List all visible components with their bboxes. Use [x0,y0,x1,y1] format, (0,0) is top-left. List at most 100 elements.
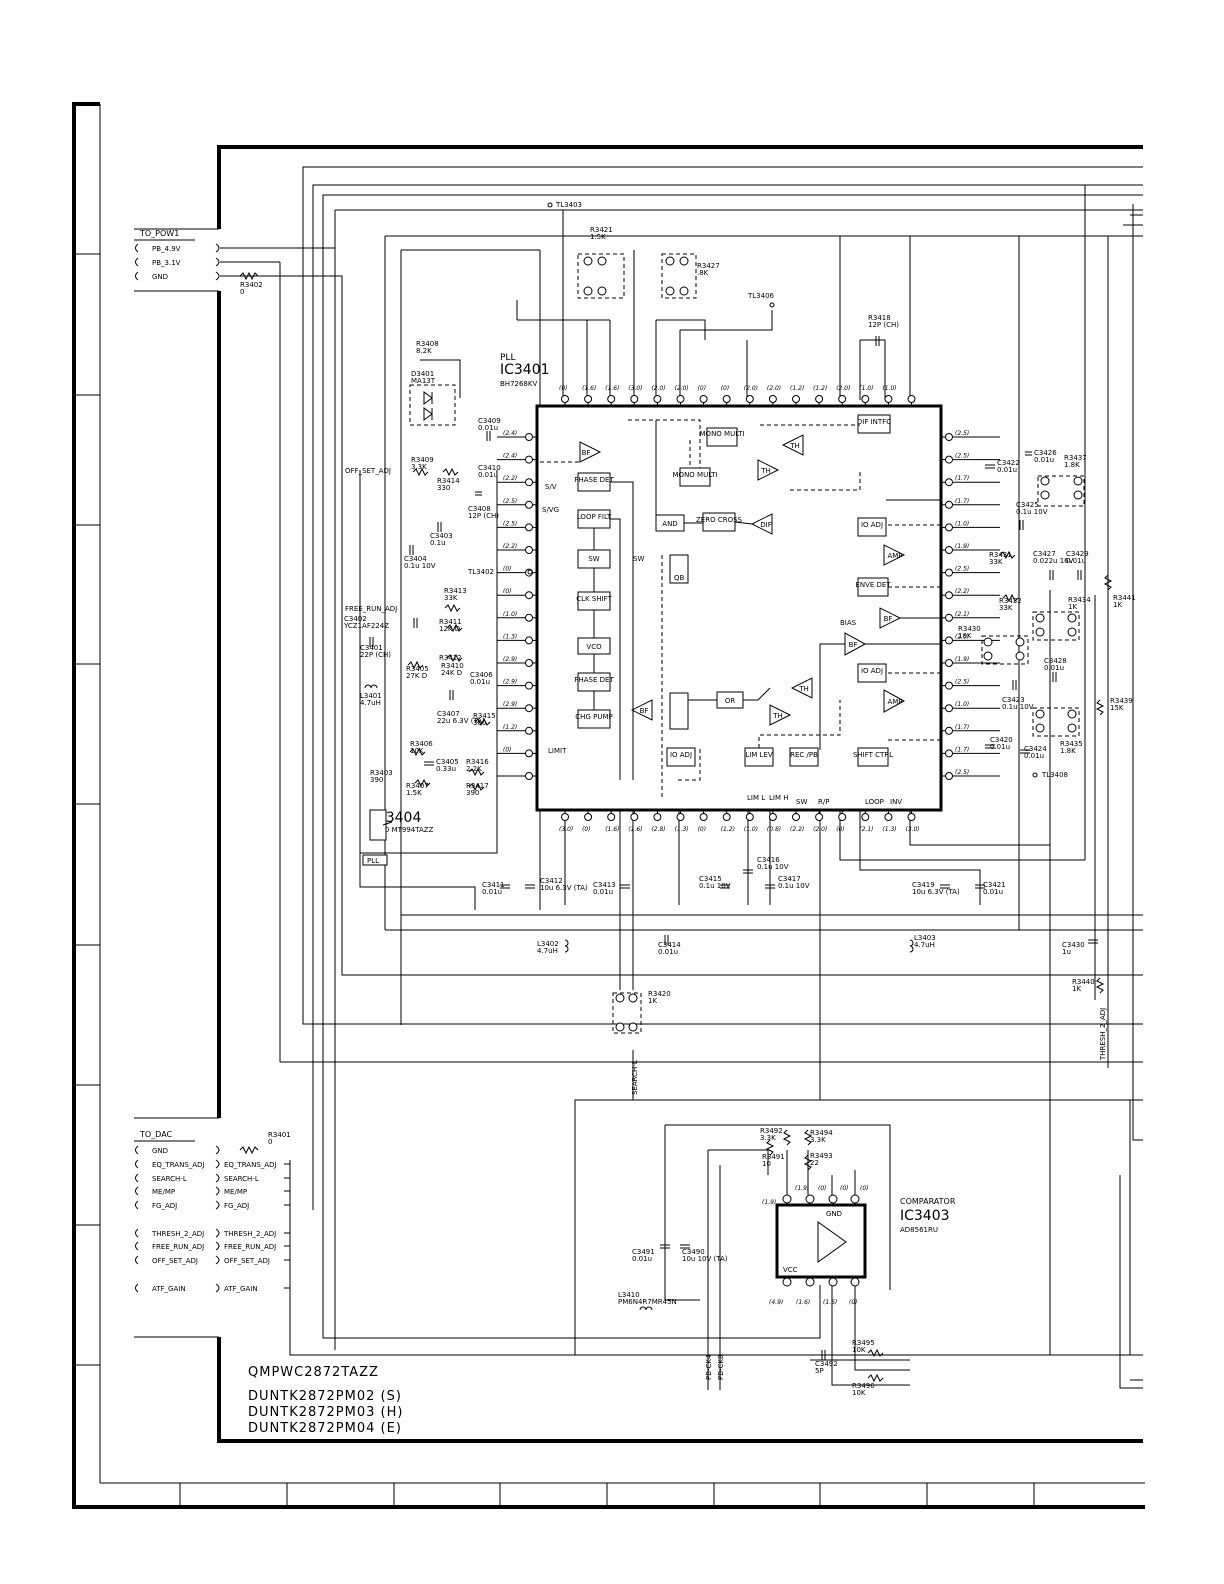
block-label: TH [798,685,809,693]
ic3401-pin [525,478,533,487]
dac-pin-label: OFF_SET_ADJ [152,1257,198,1265]
component-value: 15K [1110,704,1124,712]
component-value: 0 [240,288,244,296]
component-value: MA13T [411,377,436,385]
pin-voltage: (2.5) [955,453,969,460]
component-ref: C3425 [1016,501,1039,509]
block-label: DIF [760,521,771,529]
block-dif [750,513,773,535]
ic3401-pin [884,813,893,821]
ic3403-part: AD8561RU [900,1226,938,1234]
ic3401-pin [945,500,953,509]
to-dac-title: TO_DAC [139,1130,173,1139]
ic3403-pin [850,1194,860,1204]
ic3401-pin [945,681,953,690]
ic3401-pin [838,395,847,403]
component-ref: R3413 [444,587,467,595]
ic3401-pin [584,813,593,821]
ic3401-part: BH7268KV [500,380,537,388]
block-label: IO ADJ [861,667,883,675]
inner-label: LIM L [747,794,765,802]
pin-voltage: (1.9) [955,656,969,663]
pin-voltage: (2.1) [955,611,969,618]
ic3401-pin [907,395,916,403]
ic3401-pin [584,395,593,403]
component-value: 24K D [441,669,462,677]
component-ref: C3403 [430,532,453,540]
pin-voltage: (2.5) [955,633,969,640]
component-ref: R3407 [406,782,429,790]
component-value: 0.01u [593,888,613,896]
ic3401-pin [884,395,893,403]
component-ref: L3401 [360,692,382,700]
block-rec-pb [789,747,819,767]
pin-voltage: (1.6) [823,1299,837,1306]
pin-voltage: (1.0) [882,385,896,392]
component-value: 0.01u [658,948,678,956]
ic3401-pin [945,433,953,441]
ic3401-pin [525,749,533,758]
component-value: 22P (CH) [360,651,391,659]
dac-pin-label: ME/MP [152,1188,175,1196]
component-value: 10K [410,747,424,755]
pin-voltage: (2.0) [744,385,758,392]
component-value: 1.8K [1064,461,1080,469]
ic3401-pin [722,395,731,403]
pin-voltage: (2.9) [503,701,517,708]
pin-voltage: (1.2) [503,724,517,731]
component-ref: R3432 [999,597,1022,605]
pin-voltage: (1.2) [721,826,735,833]
pin-voltage: (0) [836,826,845,833]
ic3401-section: PLL [500,353,515,363]
pin-voltage: (0) [503,566,512,573]
component-ref: C3409 [478,417,501,425]
component-value: 10K [958,632,972,640]
ic3401-pin [525,546,533,554]
component-ref: R3409 [411,456,434,464]
ic3401-labels: PLL IC3401 BH7268KV [500,353,550,388]
pin-voltage: (3.0) [628,385,642,392]
ic3403-section: COMPARATOR [900,1197,956,1206]
component-ref: C3423 [1002,696,1025,704]
pin-voltage: (1.0) [859,385,873,392]
ic3401-pin [745,813,754,821]
component-ref: C3420 [990,736,1013,744]
pin-voltage: (1.7) [955,746,969,753]
pin-voltage: (1.9) [955,543,969,550]
pin-voltage: (2.8) [651,826,665,833]
component-ref: R3495 [852,1339,875,1347]
block-label: PHASE DET [574,476,614,484]
block-dif-intfc [857,414,891,434]
component-value: 1u [1062,948,1071,956]
component-ref: R3491 [762,1153,785,1161]
pin-voltage: (1.6) [628,826,642,833]
ic3401-pin [630,395,639,403]
component-value: 10 [762,1160,771,1168]
block-qb-latch [669,554,689,584]
component-ref: R3435 [1060,740,1083,748]
resistor-packs [577,253,1085,1034]
block-th-3 [790,677,813,699]
connector-to-pow: TO_POW1 PB_4.9V PB_3.1V GND [134,229,220,281]
ic3401-pin [525,523,533,532]
component-ref: C3422 [997,459,1020,467]
component-ref: C3404 [404,555,427,563]
ic3401-pin [945,568,953,577]
ic3401-pin [861,395,870,403]
pin-voltage: (1.7) [955,475,969,482]
board-part-number: QMPWC2872TAZZ [248,1365,379,1380]
block-mono-multi-1 [706,427,738,447]
component-ref: R3404 [376,810,421,826]
component-value: 8.2K [416,347,432,355]
ic3401-pin [945,591,953,600]
component-ref: R3441 [1113,594,1136,602]
component-value: 0.01u [632,1255,652,1263]
pin-voltage: (1.0) [503,611,517,618]
pin-voltage: (3.0) [906,826,920,833]
block-label: AMP [887,552,902,560]
block-label: AMP [887,698,902,706]
ic3401-pins-right: (2.5)(2.5)(1.7)(1.7)(1.0)(1.9)(2.5)(2.2)… [941,430,1000,780]
inner-label: SW [633,555,644,563]
